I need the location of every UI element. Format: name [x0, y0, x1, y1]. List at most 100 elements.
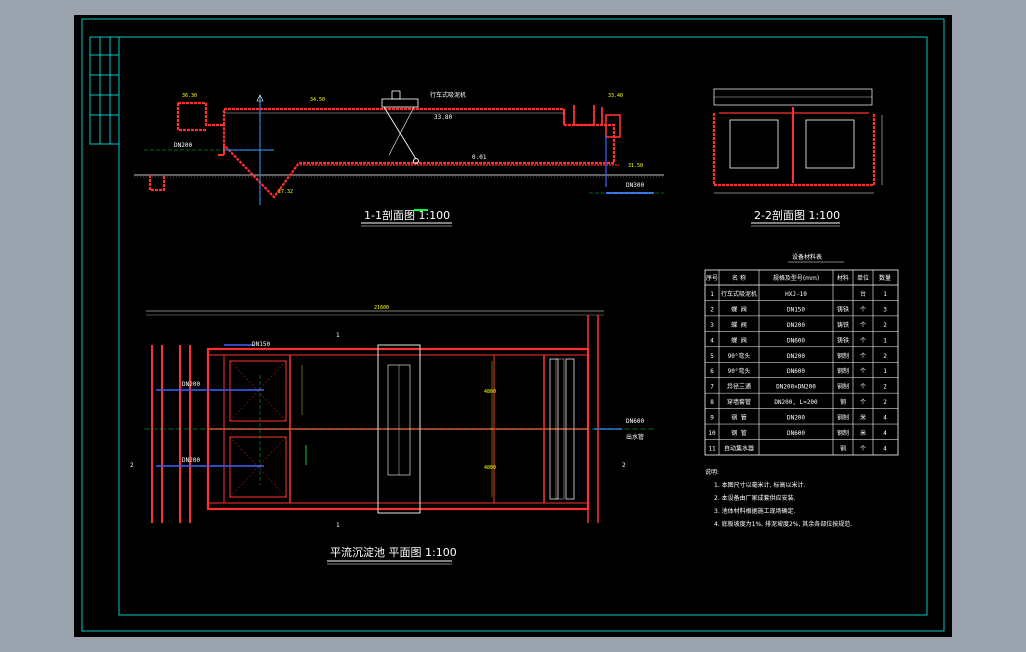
table-cell: 钢 管: [731, 429, 747, 437]
table-cell: 个: [860, 445, 866, 452]
table-cell: DN600: [787, 337, 805, 344]
table-cell: 1: [710, 291, 714, 298]
elev-bottom: 27.32: [278, 189, 293, 195]
table-cell: 1: [883, 337, 887, 344]
note-item-1: 1. 本图尺寸以毫米计, 标高以米计.: [714, 481, 805, 489]
table-cell: 铸铁: [837, 321, 849, 329]
section-1-1: 36.30 34.50 33.80 27.32 33.40 31.50 DN20…: [134, 90, 664, 227]
pipe-in-top-label: DN150: [252, 341, 270, 348]
table-title: 设备材料表: [792, 253, 822, 261]
notes: 说明: 1. 本图尺寸以毫米计, 标高以米计. 2. 本设备由厂家成套供应安装.…: [705, 468, 852, 528]
pipe-out-label: DN600: [626, 418, 644, 425]
table-cell: 个: [860, 368, 866, 375]
table-cell: 铸铁: [837, 305, 849, 313]
notes-header: 说明:: [705, 468, 719, 476]
table-cell: 米: [860, 429, 866, 437]
inner-frame: [118, 36, 928, 616]
outlet-label: 出水管: [626, 433, 644, 441]
table-cell: 3: [883, 306, 887, 313]
table-cell: DN200: [787, 415, 805, 422]
section-mark-bottom: 1: [336, 522, 340, 529]
table-cell: HXJ-10: [785, 291, 807, 298]
table-header-cell: 序号: [706, 274, 718, 282]
machine-label: 行车式吸泥机: [430, 91, 466, 99]
elev-water: 33.80: [434, 114, 452, 121]
table-cell: 钢制: [837, 414, 849, 422]
table-cell: 钢制: [837, 352, 849, 360]
table-cell: 6: [710, 368, 714, 375]
table-cell: 钢制: [837, 383, 849, 391]
plan-width-2: 4800: [484, 465, 496, 471]
table-cell: 自动集水器: [724, 444, 754, 452]
section-mark-right: 2: [622, 462, 626, 469]
table-cell: 2: [883, 384, 887, 391]
pipe-in-1-label: DN200: [182, 381, 200, 388]
table-cell: 钢制: [837, 367, 849, 375]
table-cell: 铸铁: [837, 336, 849, 344]
table-cell: 1: [883, 368, 887, 375]
table-cell: 2: [710, 306, 714, 313]
table-cell: 9: [710, 415, 714, 422]
table-cell: 4: [883, 445, 887, 452]
plan-view: 21600: [130, 305, 654, 565]
table-cell: 钢 管: [731, 414, 747, 422]
table-header-cell: 规格及型号(mm): [773, 274, 819, 282]
table-cell: 行车式吸泥机: [721, 290, 757, 298]
table-cell: DN200×DN200: [776, 384, 816, 391]
table-cell: 蝶 阀: [731, 321, 747, 329]
table-cell: 个: [860, 384, 866, 391]
pipe-left-label: DN200: [174, 142, 192, 149]
table-cell: 7: [710, 384, 714, 391]
table-header-cell: 名 称: [732, 274, 746, 282]
table-header-cell: 材料: [837, 274, 849, 282]
table-cell: 个: [860, 306, 866, 313]
table-cell: 米: [860, 414, 866, 422]
table-cell: 5: [710, 353, 714, 360]
pipe-right-label: DN300: [626, 182, 644, 189]
table-cell: 个: [860, 353, 866, 360]
table-cell: 个: [860, 337, 866, 344]
table-cell: 个: [860, 322, 866, 329]
table-cell: 钢制: [837, 429, 849, 437]
elev-left-mid: 34.50: [310, 97, 325, 103]
table-cell: 异径三通: [727, 383, 751, 391]
note-item-4: 4. 底板坡度为1%, 排泥坡度2%, 其余各部位按规范.: [714, 520, 852, 528]
table-cell: 1: [883, 291, 887, 298]
section-1-1-title: 1-1剖面图 1:100: [364, 208, 450, 222]
plan-width-1: 4800: [484, 389, 496, 395]
table-cell: 钢: [840, 444, 846, 452]
table-cell: DN600: [787, 430, 805, 437]
table-cell: DN200: [787, 353, 805, 360]
table-cell: 3: [710, 322, 714, 329]
elev-right: 33.40: [608, 93, 623, 99]
outer-frame: [81, 18, 945, 632]
table-cell: DN600: [787, 368, 805, 375]
table-cell: 台: [860, 290, 866, 298]
plan-title: 平流沉淀池 平面图 1:100: [330, 545, 457, 559]
table-cell: 90°弯头: [728, 352, 751, 360]
cad-drawing: 36.30 34.50 33.80 27.32 33.40 31.50 DN20…: [81, 18, 945, 632]
section-mark-top: 1: [336, 332, 340, 339]
table-cell: 2: [883, 399, 887, 406]
note-item-2: 2. 本设备由厂家成套供应安装.: [714, 494, 796, 502]
plan-length: 21600: [374, 305, 389, 311]
table-cell: 4: [710, 337, 714, 344]
table-cell: 蝶 阀: [731, 305, 747, 313]
table-cell: 10: [708, 430, 716, 437]
table-cell: 4: [883, 415, 887, 422]
table-cell: DN150: [787, 306, 805, 313]
table-cell: 2: [883, 353, 887, 360]
table-cell: 8: [710, 399, 714, 406]
section-mark-left: 2: [130, 462, 134, 469]
table-header-cell: 单位: [857, 274, 869, 282]
table-cell: 90°弯头: [728, 367, 751, 375]
table-cell: 穿墙套管: [727, 398, 751, 406]
drawing-sheet: 36.30 34.50 33.80 27.32 33.40 31.50 DN20…: [74, 15, 952, 637]
table-cell: DN200: [787, 322, 805, 329]
elev-right2: 31.50: [628, 163, 643, 169]
note-item-3: 3. 池体材料根据施工现场确定.: [714, 507, 796, 515]
table-cell: 个: [860, 399, 866, 406]
elev-top-left: 36.30: [182, 93, 197, 99]
section-2-2: 2-2剖面图 1:100: [712, 88, 883, 227]
